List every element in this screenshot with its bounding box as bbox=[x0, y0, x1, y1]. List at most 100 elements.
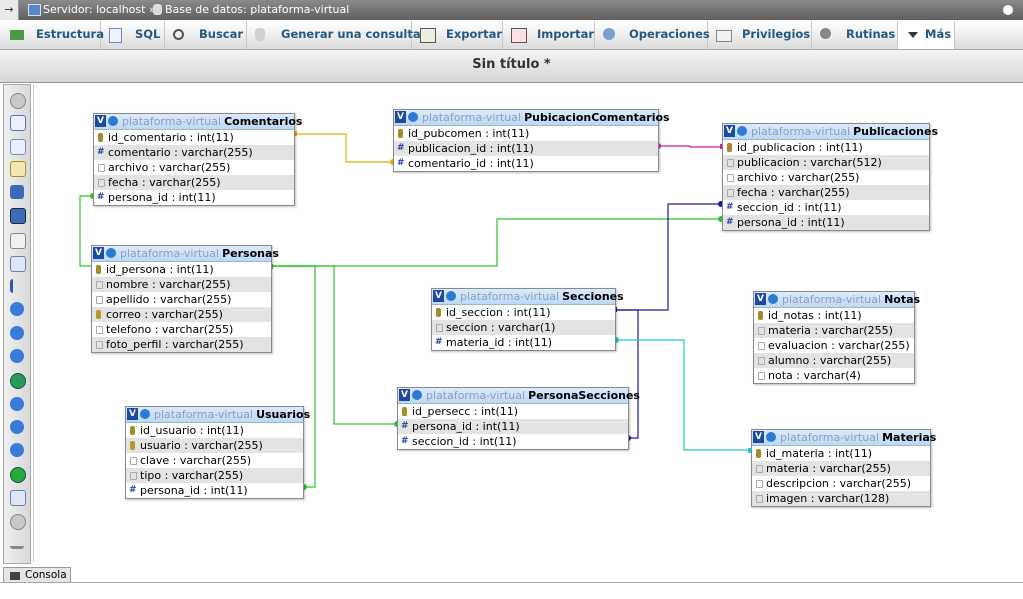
tab-importar[interactable]: Importar bbox=[503, 21, 595, 49]
reload-icon[interactable] bbox=[10, 326, 24, 340]
table-column-row[interactable]: id_usuario : int(11) bbox=[126, 423, 303, 438]
relation-persona-publicaciones[interactable] bbox=[271, 218, 722, 267]
toggle-columns-icon[interactable]: V bbox=[724, 125, 735, 137]
table-options-icon[interactable] bbox=[108, 116, 118, 126]
table-column-row[interactable]: #persona_id : int(11) bbox=[94, 190, 294, 205]
toggle-icon[interactable] bbox=[10, 93, 26, 109]
table-column-row[interactable]: tipo : varchar(255) bbox=[126, 468, 303, 483]
table-column-row[interactable]: clave : varchar(255) bbox=[126, 453, 303, 468]
tab-exportar[interactable]: Exportar bbox=[412, 21, 503, 49]
page-list-icon[interactable] bbox=[10, 256, 26, 272]
console-tab[interactable]: Consola bbox=[3, 567, 71, 583]
table-column-row[interactable]: usuario : varchar(255) bbox=[126, 438, 303, 453]
relation-icon[interactable] bbox=[10, 279, 21, 293]
info-icon[interactable] bbox=[10, 302, 24, 316]
table-column-row[interactable]: seccion : varchar(1) bbox=[432, 320, 615, 335]
table-column-row[interactable]: descripcion : varchar(255) bbox=[752, 476, 930, 491]
table-column-row[interactable]: #persona_id : int(11) bbox=[126, 483, 303, 498]
table-options-icon[interactable] bbox=[106, 248, 116, 258]
table-column-row[interactable]: nombre : varchar(255) bbox=[92, 277, 271, 292]
tab-mas[interactable]: Más bbox=[898, 21, 955, 49]
table-column-row[interactable]: nota : varchar(4) bbox=[754, 368, 914, 383]
toggle-columns-icon[interactable]: V bbox=[93, 247, 104, 259]
table-column-row[interactable]: id_persecc : int(11) bbox=[398, 404, 628, 419]
table-column-row[interactable]: id_pubcomen : int(11) bbox=[394, 126, 658, 141]
anchor-icon[interactable] bbox=[10, 537, 24, 549]
angular-links-icon[interactable] bbox=[10, 373, 26, 389]
move-menu-icon[interactable] bbox=[10, 467, 26, 483]
add-table-icon[interactable] bbox=[10, 139, 26, 155]
table-column-row[interactable]: id_comentario : int(11) bbox=[94, 130, 294, 145]
table-column-row[interactable]: evaluacion : varchar(255) bbox=[754, 338, 914, 353]
table-options-icon[interactable] bbox=[768, 294, 778, 304]
toggle-all-icon[interactable] bbox=[10, 443, 24, 457]
table-column-row[interactable]: #materia_id : int(11) bbox=[432, 335, 615, 350]
table-column-row[interactable]: archivo : varchar(255) bbox=[94, 160, 294, 175]
fullscreen-icon[interactable] bbox=[10, 115, 26, 131]
tab-generar-consulta[interactable]: Generar una consulta bbox=[247, 21, 421, 49]
table-column-row[interactable]: id_publicacion : int(11) bbox=[723, 140, 929, 155]
tab-sql[interactable]: SQL bbox=[101, 21, 165, 49]
relation-comentario-pubcom[interactable] bbox=[294, 133, 394, 163]
export-schema-icon[interactable] bbox=[10, 490, 26, 506]
toggle-columns-icon[interactable]: V bbox=[433, 290, 444, 302]
pin-text-icon[interactable] bbox=[10, 514, 26, 530]
grid-icon[interactable] bbox=[10, 397, 24, 411]
table-column-row[interactable]: #comentario : varchar(255) bbox=[94, 145, 294, 160]
table-column-row[interactable]: #seccion_id : int(11) bbox=[723, 200, 929, 215]
relation-persona-personasecciones[interactable] bbox=[271, 265, 398, 425]
table-column-row[interactable]: #persona_id : int(11) bbox=[398, 419, 628, 434]
table-options-icon[interactable] bbox=[446, 291, 456, 301]
relation-publicacion-pubcom[interactable] bbox=[658, 145, 722, 148]
tab-operaciones[interactable]: Operaciones bbox=[595, 21, 710, 49]
toggle-columns-icon[interactable]: V bbox=[95, 115, 106, 127]
table-column-row[interactable]: materia : varchar(255) bbox=[752, 461, 930, 476]
toggle-columns-icon[interactable]: V bbox=[395, 111, 406, 123]
breadcrumb-server[interactable]: Servidor: localhost » bbox=[43, 3, 156, 16]
toggle-columns-icon[interactable]: V bbox=[127, 408, 138, 420]
save-as-icon[interactable] bbox=[10, 208, 26, 224]
toggle-columns-icon[interactable]: V bbox=[753, 431, 764, 443]
table-options-icon[interactable] bbox=[766, 432, 776, 442]
back-arrow-icon[interactable]: → bbox=[0, 0, 19, 20]
table-column-row[interactable]: apellido : varchar(255) bbox=[92, 292, 271, 307]
table-column-row[interactable]: telefono : varchar(255) bbox=[92, 322, 271, 337]
table-column-row[interactable]: id_materia : int(11) bbox=[752, 446, 930, 461]
table-column-row[interactable]: foto_perfil : varchar(255) bbox=[92, 337, 271, 352]
delete-page-icon[interactable] bbox=[10, 233, 26, 249]
table-column-row[interactable]: publicacion : varchar(512) bbox=[723, 155, 929, 170]
table-column-row[interactable]: #publicacion_id : int(11) bbox=[394, 141, 658, 156]
breadcrumb-database[interactable]: Base de datos: plataforma-virtual bbox=[165, 3, 350, 16]
toggle-columns-icon[interactable]: V bbox=[755, 293, 766, 305]
tab-privilegios[interactable]: Privilegios bbox=[708, 21, 812, 49]
table-column-row[interactable]: #persona_id : int(11) bbox=[723, 215, 929, 230]
table-options-icon[interactable] bbox=[412, 390, 422, 400]
table-options-icon[interactable] bbox=[140, 409, 150, 419]
table-options-icon[interactable] bbox=[737, 126, 747, 136]
table-column-row[interactable]: fecha : varchar(255) bbox=[723, 185, 929, 200]
tab-estructura[interactable]: Estructura bbox=[2, 21, 104, 49]
tab-rutinas[interactable]: Rutinas bbox=[812, 21, 898, 49]
table-options-icon[interactable] bbox=[408, 112, 418, 122]
toggle-columns-icon[interactable]: V bbox=[399, 389, 410, 401]
small-big-icon[interactable] bbox=[10, 420, 24, 434]
table-column-row[interactable]: id_seccion : int(11) bbox=[432, 305, 615, 320]
table-column-row[interactable]: #comentario_id : int(11) bbox=[394, 156, 658, 171]
help-icon[interactable] bbox=[10, 349, 24, 363]
save-icon[interactable] bbox=[10, 185, 24, 199]
